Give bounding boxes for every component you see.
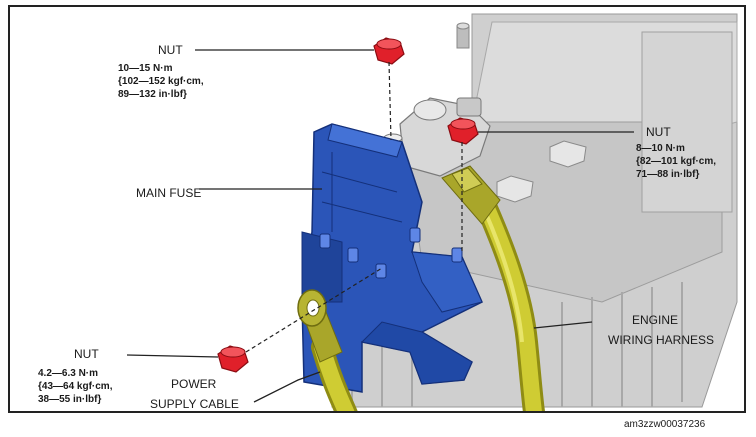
nut-bottom-spec-line: 38—55 in·lbf} (38, 394, 102, 405)
nut-right-spec-line: 8—10 N·m (636, 143, 685, 154)
power-cable-label-line2: SUPPLY CABLE (150, 397, 239, 411)
nut-top-spec-line: {102—152 kgf·cm, (118, 76, 204, 87)
nut-bottom-spec-line: 4.2—6.3 N·m (38, 368, 99, 379)
install-guide-lines (245, 61, 463, 353)
engine-wiring-harness (441, 165, 545, 411)
reference-code: am3zzw00037236 (624, 419, 706, 430)
nut-top (373, 37, 405, 65)
nut-right-torque-spec: 8—10 N·m {82—101 kgf·cm, 71—88 in·lbf} (636, 142, 716, 181)
nut-bottom-spec-line: {43—64 kgf·cm, (38, 381, 113, 392)
engine-harness-label-line2: WIRING HARNESS (608, 333, 715, 347)
nut-right-spec-line: {82—101 kgf·cm, (636, 156, 717, 167)
nut-bottom-torque-spec: 4.2—6.3 N·m {43—64 kgf·cm, 38—55 in·lbf} (38, 367, 112, 406)
leader-lines (126, 49, 634, 403)
power-cable-label-line1: POWER (171, 377, 217, 391)
nut-top-spec-line: 89—132 in·lbf} (118, 89, 187, 100)
main-fuse-block (301, 123, 483, 393)
nut-right (447, 117, 479, 145)
nut-right-spec-line: 71—88 in·lbf} (636, 169, 700, 180)
nut-right-title: NUT (646, 125, 671, 139)
nut-bottom-title: NUT (74, 347, 99, 361)
nut-top-title: NUT (158, 43, 183, 57)
nut-top-torque-spec: 10—15 N·m {102—152 kgf·cm, 89—132 in·lbf… (118, 62, 204, 101)
nut-bottom (217, 345, 249, 373)
main-fuse-illustration (126, 13, 738, 411)
nut-top-spec-line: 10—15 N·m (118, 63, 173, 74)
power-supply-cable (297, 289, 358, 411)
engine-harness-label-line1: ENGINE (632, 313, 679, 327)
main-fuse-label: MAIN FUSE (136, 186, 202, 200)
diagram-frame: NUT 10—15 N·m {102—152 kgf·cm, 89—132 in… (8, 5, 746, 413)
